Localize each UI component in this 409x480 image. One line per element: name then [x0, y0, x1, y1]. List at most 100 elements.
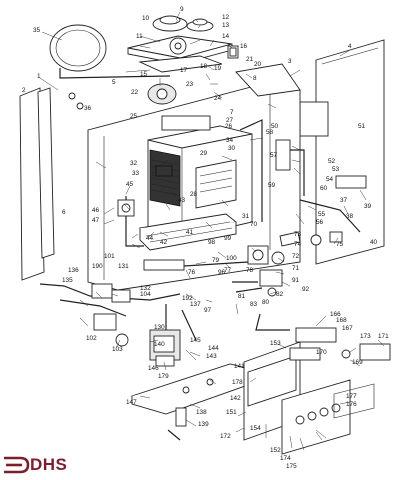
callout-168: 168 [336, 317, 347, 324]
callout-178: 178 [232, 379, 243, 386]
callout-29: 29 [200, 150, 208, 157]
callout-14: 14 [222, 33, 230, 40]
callout-20: 20 [254, 61, 262, 68]
dhs-logo-icon [4, 456, 30, 474]
callout-50: 50 [271, 123, 279, 130]
callout-3: 3 [288, 58, 292, 65]
callout-47: 47 [92, 217, 100, 224]
callout-18: 18 [200, 63, 208, 70]
callout-25: 25 [130, 113, 138, 120]
callout-labels: 1 2 3 4 5 6 7 8 9 10 11 12 13 14 15 16 1… [22, 6, 389, 470]
callout-30: 30 [228, 145, 236, 152]
callout-79: 79 [212, 257, 220, 264]
callout-36: 36 [84, 105, 92, 112]
control-panel [243, 327, 391, 455]
callout-145: 145 [190, 337, 201, 344]
callout-52: 52 [328, 158, 336, 165]
callout-175: 175 [286, 463, 297, 470]
callout-142: 142 [230, 395, 241, 402]
callout-139: 139 [198, 421, 209, 428]
callout-130: 130 [154, 324, 165, 331]
callout-96: 96 [218, 269, 226, 276]
callout-1: 1 [37, 73, 41, 80]
callout-101: 101 [104, 253, 115, 260]
callout-190: 190 [92, 263, 103, 270]
callout-10: 10 [142, 15, 150, 22]
expansion-vessel [49, 24, 171, 79]
callout-8: 8 [253, 75, 257, 82]
callout-21: 21 [246, 56, 254, 63]
callout-59: 59 [268, 182, 276, 189]
callout-83: 83 [250, 301, 258, 308]
callout-80: 80 [262, 299, 270, 306]
callout-170: 170 [316, 349, 327, 356]
callout-173: 173 [360, 333, 371, 340]
callout-38: 38 [346, 213, 354, 220]
callout-41: 41 [186, 229, 194, 236]
callout-55: 55 [318, 211, 326, 218]
callout-39: 39 [364, 203, 372, 210]
callout-104: 104 [140, 291, 151, 298]
callout-72: 72 [292, 253, 300, 260]
callout-138: 138 [196, 409, 207, 416]
callout-135: 135 [62, 277, 73, 284]
callout-27: 27 [226, 117, 234, 124]
callout-152: 152 [270, 447, 281, 454]
callout-34: 34 [226, 137, 234, 144]
callout-131: 131 [118, 263, 129, 270]
callout-177: 177 [346, 393, 357, 400]
callout-144: 144 [208, 345, 219, 352]
callout-174: 174 [280, 455, 291, 462]
callout-81: 81 [238, 293, 246, 300]
callout-143: 143 [206, 353, 217, 360]
callout-151: 151 [226, 409, 237, 416]
callout-136: 136 [68, 267, 79, 274]
callout-24: 24 [214, 95, 222, 102]
callout-2: 2 [22, 87, 26, 94]
leader-lines [39, 11, 385, 451]
callout-58: 58 [266, 129, 274, 136]
callout-40: 40 [370, 239, 378, 246]
callout-140: 140 [154, 341, 165, 348]
callout-92: 92 [302, 286, 310, 293]
callout-176: 176 [346, 401, 357, 408]
callout-60: 60 [320, 185, 328, 192]
hydraulic-group [39, 283, 290, 367]
callout-51: 51 [358, 123, 366, 130]
burner [139, 213, 238, 251]
callout-28: 28 [190, 191, 198, 198]
callout-13: 13 [222, 22, 230, 29]
callout-15: 15 [140, 71, 148, 78]
callout-172: 172 [220, 433, 231, 440]
right-side-panel [299, 39, 385, 265]
sensor-components [117, 139, 367, 243]
callout-78: 78 [246, 267, 254, 274]
callout-97: 97 [204, 307, 212, 314]
callout-11: 11 [136, 33, 143, 40]
brand-logo-text: DHS [30, 455, 68, 474]
callout-192: 192 [182, 295, 193, 302]
callout-70: 70 [250, 221, 258, 228]
callout-167: 167 [342, 325, 353, 332]
callout-12: 12 [222, 14, 230, 21]
callout-43: 43 [178, 197, 186, 204]
callout-6: 6 [62, 209, 66, 216]
callout-99: 99 [224, 235, 232, 242]
callout-54: 54 [326, 176, 334, 183]
callout-100: 100 [226, 255, 237, 262]
callout-146: 146 [148, 365, 159, 372]
callout-132: 132 [140, 285, 151, 292]
callout-16: 16 [240, 43, 248, 50]
callout-73: 73 [294, 231, 302, 238]
callout-23: 23 [186, 81, 194, 88]
callout-74: 74 [294, 241, 302, 248]
callout-141: 141 [234, 363, 245, 370]
callout-103: 103 [112, 346, 123, 353]
callout-76: 76 [188, 269, 196, 276]
callout-56: 56 [316, 219, 324, 226]
fan-assembly [127, 15, 239, 105]
callout-137: 137 [190, 301, 201, 308]
callout-154: 154 [250, 425, 261, 432]
callout-75: 75 [336, 241, 344, 248]
